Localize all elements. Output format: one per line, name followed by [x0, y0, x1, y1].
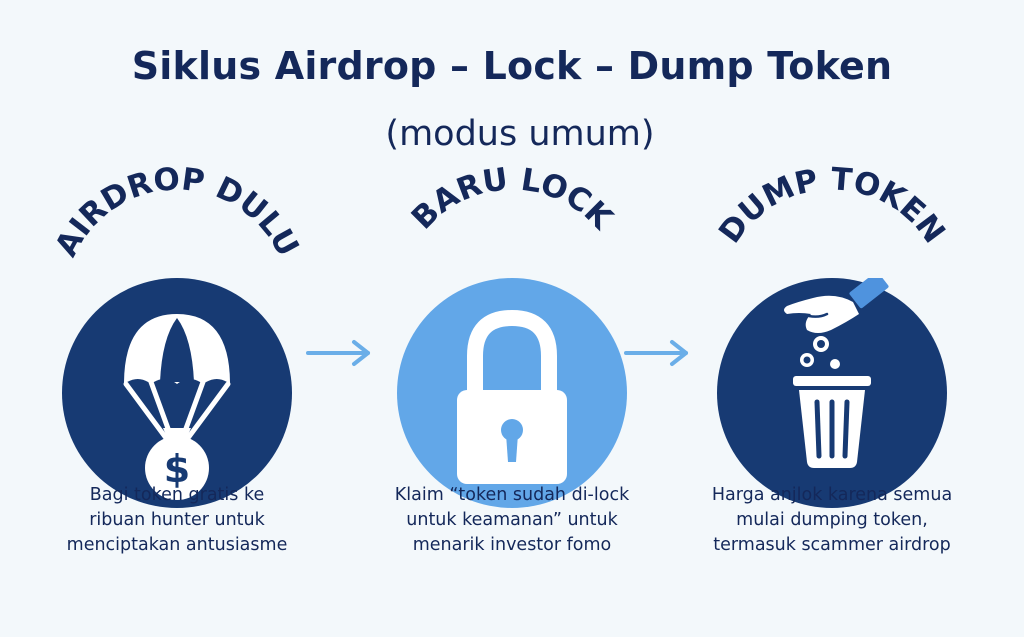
svg-text:AIRDROP DULU: AIRDROP DULU — [48, 161, 305, 262]
description-line: mulai dumping token, — [736, 510, 928, 530]
description-line: termasuk scammer airdrop — [713, 535, 951, 555]
description-line: menciptakan antusiasme — [66, 535, 288, 555]
diagram-title: Siklus Airdrop – Lock – Dump Token — [131, 44, 893, 88]
description-line: menarik investor fomo — [412, 535, 612, 555]
svg-text:$: $ — [164, 447, 190, 491]
parachute-money-bag-icon: $ — [123, 314, 231, 500]
padlock-icon — [457, 309, 567, 484]
step-circle — [397, 278, 627, 508]
diagram-subtitle: (modus umum) — [385, 114, 655, 154]
arrow-right-icon — [624, 340, 688, 366]
description-line: Harga anjlok karena semua — [711, 485, 953, 505]
step-description-lock: Klaim “token sudah di-lock untuk keamana… — [362, 483, 662, 558]
step-heading: DUMP TOKEN — [712, 161, 952, 250]
svg-text:BARU LOCK: BARU LOCK — [405, 161, 620, 237]
description-line: Klaim “token sudah di-lock — [394, 485, 630, 505]
step-circle: $ — [62, 278, 292, 508]
step-description-airdrop: Bagi token gratis ke ribuan hunter untuk… — [27, 483, 327, 558]
arrow-right-icon — [306, 340, 370, 366]
step-heading: AIRDROP DULU — [48, 161, 305, 262]
description-line: Bagi token gratis ke — [89, 485, 265, 505]
step-heading: BARU LOCK — [405, 161, 620, 237]
step-description-dump: Harga anjlok karena semua mulai dumping … — [682, 483, 982, 558]
description-line: ribuan hunter untuk — [89, 510, 265, 530]
description-line: untuk keamanan” untuk — [406, 510, 618, 530]
svg-text:DUMP TOKEN: DUMP TOKEN — [712, 161, 952, 250]
hand-dropping-coin-into-trash-icon — [784, 278, 889, 468]
step-circle — [717, 278, 947, 508]
